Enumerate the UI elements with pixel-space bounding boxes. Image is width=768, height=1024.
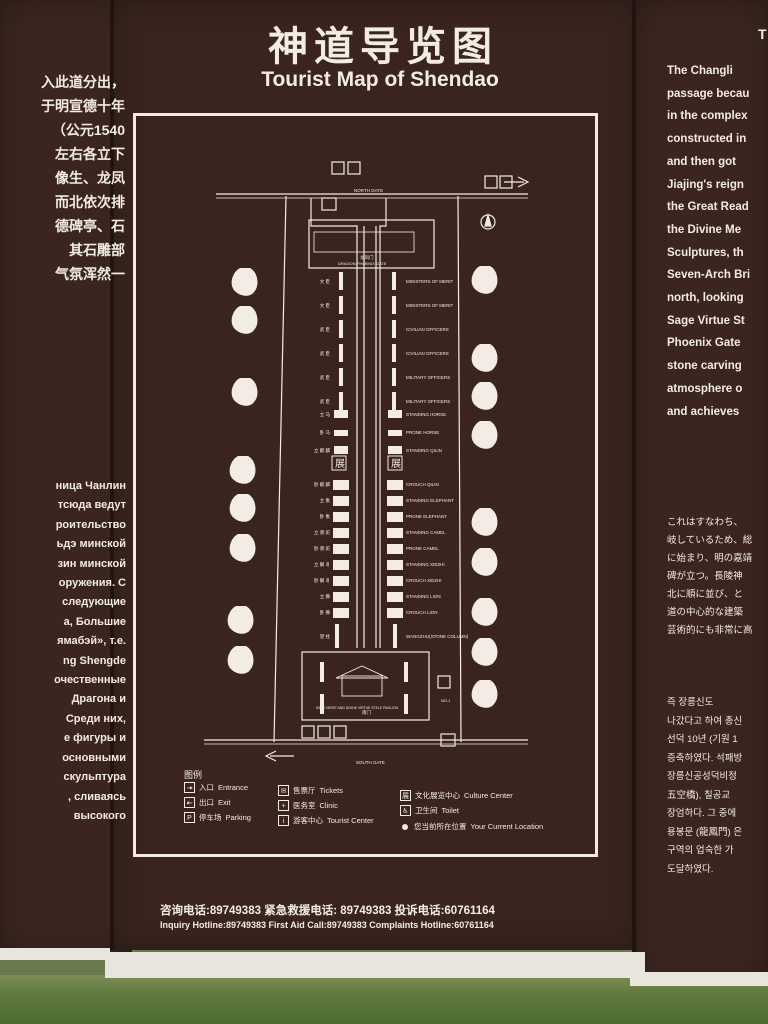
dragon-gate-box	[308, 219, 435, 269]
right-statue-labels: MINISTERS OF MERIT MINISTERS OF MERIT CI…	[406, 279, 469, 639]
svg-text:STANDING LION: STANDING LION	[406, 594, 441, 599]
hotline-english: Inquiry Hotline:89749383 First Aid Call:…	[160, 920, 494, 930]
left-russian-text: ница Чанлин тсюда ведут роительство ьдэ …	[54, 480, 126, 822]
svg-text:MINISTERS OF MERIT: MINISTERS OF MERIT	[406, 303, 454, 308]
svg-text:立 马: 立 马	[320, 411, 331, 418]
svg-text:WANGZHU(STONE COLUMN): WANGZHU(STONE COLUMN)	[406, 634, 469, 639]
svg-text:CROUCH QILIN: CROUCH QILIN	[406, 482, 439, 487]
svg-text:卧 麒 麟: 卧 麒 麟	[314, 481, 331, 488]
east-path	[457, 195, 462, 743]
south-arrow-icon	[264, 750, 294, 762]
svg-text:武 臣: 武 臣	[320, 350, 331, 356]
right-panel	[634, 0, 768, 985]
map-title-english: Tourist Map of Shendao	[261, 68, 499, 91]
pavilion-box	[301, 651, 430, 721]
right-heading-fragment: T	[758, 26, 767, 42]
svg-text:PRONE ELEPHANT: PRONE ELEPHANT	[406, 514, 447, 519]
center-panel	[112, 0, 637, 950]
svg-text:立 骆 驼: 立 骆 驼	[314, 529, 331, 536]
svg-text:MILITARY OFFICERS: MILITARY OFFICERS	[406, 375, 450, 380]
svg-text:文 臣: 文 臣	[320, 278, 331, 285]
dragon-gate-label: DRAGON-PHOENIX GATE	[338, 261, 387, 266]
entrance-icon: ⇥	[184, 782, 195, 793]
svg-text:PRONE CAMEL: PRONE CAMEL	[406, 546, 439, 551]
no1-label: NO.1	[441, 698, 451, 703]
svg-text:立 獬 豸: 立 獬 豸	[314, 561, 330, 568]
shendao-map: 展 展 NORTH GATE 南门 SOUTH GATE 龙凤门 DRAGON-…	[204, 161, 530, 765]
svg-text:卧 象: 卧 象	[320, 513, 331, 520]
sacred-way-left	[310, 198, 358, 648]
culture-center-icon: 展	[400, 790, 411, 801]
svg-text:武 臣: 武 臣	[320, 374, 331, 380]
svg-text:展: 展	[335, 458, 345, 470]
base-strip	[630, 972, 768, 986]
tourist-center-icon: i	[278, 815, 289, 826]
svg-text:MINISTERS OF MERIT: MINISTERS OF MERIT	[406, 279, 454, 284]
left-statue-labels: 文 臣 文 臣 武 臣 武 臣 武 臣 武 臣 立 马 卧 马 立 麒 麟 卧 …	[314, 278, 331, 640]
trees	[227, 266, 498, 712]
svg-text:望 柱: 望 柱	[320, 633, 331, 640]
exit-icon: ⇤	[184, 797, 195, 808]
left-chinese-text: 入此道分出， 于明宣德十年 （公元1540 左右各立下 像生、龙凤 而北依次排 …	[41, 74, 125, 282]
svg-text:卧 骆 驼: 卧 骆 驼	[314, 545, 331, 552]
south-gate-label: SOUTH GATE	[356, 760, 385, 765]
svg-text:CIVILIAN OFFICERS: CIVILIAN OFFICERS	[406, 351, 449, 356]
svg-text:CROUCH LION: CROUCH LION	[406, 610, 438, 615]
current-location-icon	[402, 823, 408, 830]
statues	[320, 272, 408, 714]
svg-text:STANDING ELEPHANT: STANDING ELEPHANT	[406, 498, 454, 503]
svg-text:武 臣: 武 臣	[320, 398, 331, 404]
svg-text:卧 獬 豸: 卧 獬 豸	[314, 577, 330, 584]
sacred-way-right	[379, 198, 387, 648]
svg-text:立 狮: 立 狮	[320, 593, 331, 600]
right-korean-text: 즉 장릉신도 나갔다고 하여 총신 선덕 10년 (기원 1 증축하였다. 석패…	[667, 697, 743, 875]
map-frame	[133, 113, 598, 857]
svg-text:PRONE HORSE: PRONE HORSE	[406, 430, 439, 435]
map-title-chinese: 神道导览图	[268, 24, 498, 70]
north-gate-label: NORTH GATE	[354, 188, 383, 193]
west-path	[273, 195, 287, 743]
svg-text:STANDING QILIN: STANDING QILIN	[406, 448, 442, 453]
svg-text:STANDING XIEZHI: STANDING XIEZHI	[406, 562, 445, 567]
svg-text:STANDING HORSE: STANDING HORSE	[406, 412, 446, 417]
svg-text:CIVILIAN OFFICERS: CIVILIAN OFFICERS	[406, 327, 449, 332]
svg-text:卧 马: 卧 马	[320, 429, 331, 436]
clinic-icon: +	[278, 800, 289, 811]
svg-text:展: 展	[391, 458, 401, 470]
panel-seam	[632, 0, 636, 975]
panel-seam	[110, 0, 114, 950]
svg-text:CROUCH XIEZHI: CROUCH XIEZHI	[406, 578, 442, 583]
pavilion-label: SAGE MERIT AND DIVINE VIRTUE STELE PAVIL…	[316, 706, 399, 710]
svg-text:STANDING CAMEL: STANDING CAMEL	[406, 530, 446, 535]
ticket-icon: ✉	[278, 785, 289, 796]
culture-center-icon: 展 展	[331, 455, 403, 471]
hotline-chinese: 咨询电话:89749383 紧急救援电话: 89749383 投诉电话:6076…	[160, 905, 495, 917]
right-english-text: The Changli passage becau in the complex…	[667, 65, 751, 418]
dragon-gate-label-zh: 龙凤门	[360, 254, 374, 261]
base-strip	[105, 952, 645, 978]
south-gate-label-zh: 南门	[362, 709, 371, 716]
svg-text:立 象: 立 象	[320, 497, 331, 503]
svg-text:文 臣: 文 臣	[320, 302, 331, 309]
parking-icon: P	[184, 812, 195, 823]
svg-text:MILITARY OFFICERS: MILITARY OFFICERS	[406, 399, 450, 404]
base-strip	[0, 948, 110, 960]
svg-text:卧 狮: 卧 狮	[320, 609, 331, 616]
north-arrow-icon	[504, 176, 530, 188]
legend-title: 图例	[184, 770, 203, 780]
right-japanese-text: これはすなわち、 岐しているため、総 に始まり、明の嘉靖 碑が立つ。長陵神 北に…	[667, 517, 753, 636]
toilet-icon: ♿	[400, 805, 411, 816]
svg-text:武 臣: 武 臣	[320, 326, 331, 332]
svg-text:立 麒 麟: 立 麒 麟	[314, 447, 331, 454]
